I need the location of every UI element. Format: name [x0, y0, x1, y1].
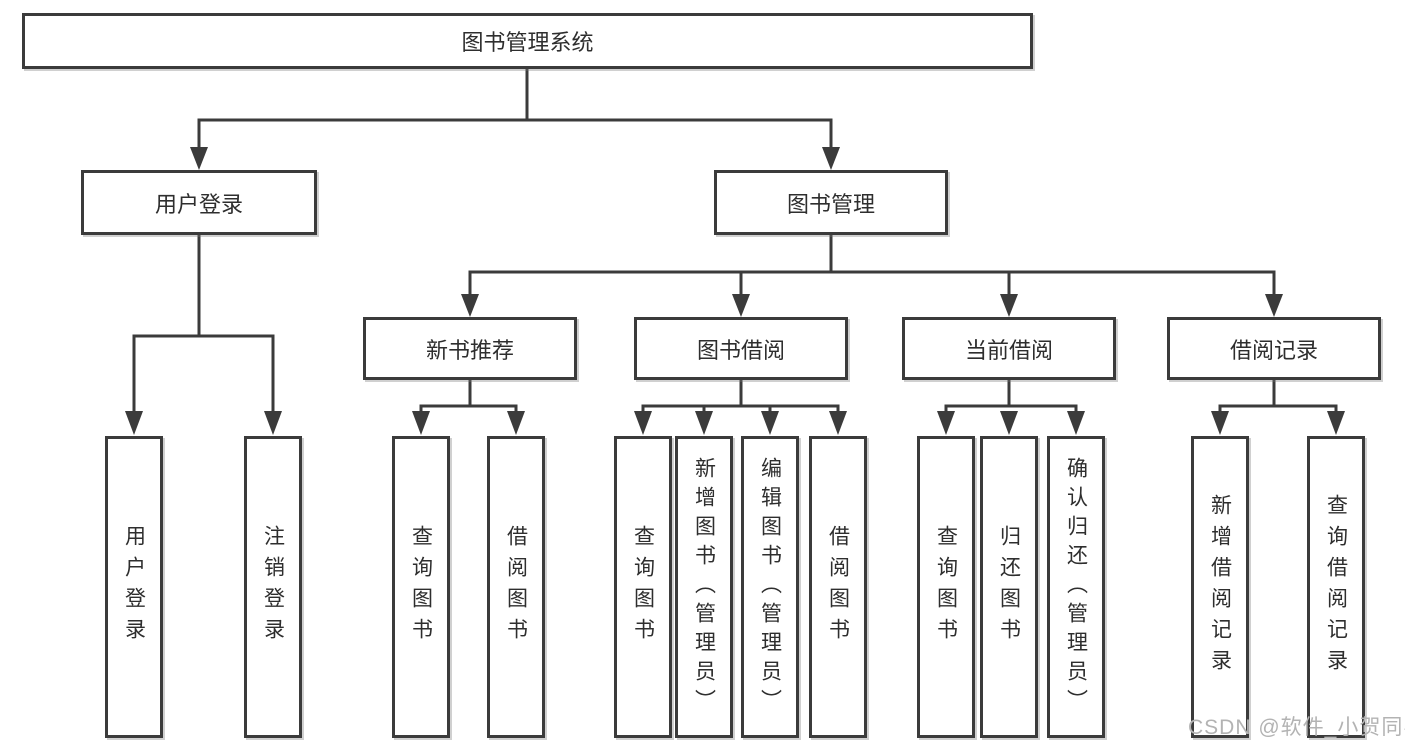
node-user-login-label: 用户登录 [154, 191, 243, 217]
node-borrowing-records-label: 借阅记录 [1229, 337, 1318, 363]
leaf-borrow-books: 借阅图书 [809, 436, 867, 738]
node-new-book-recommendation-label: 新书推荐 [425, 337, 514, 363]
leaf-query-borrow-record: 查询借阅记录 [1307, 436, 1365, 738]
leaf-edit-books-admin: 编辑图书（管理员） [741, 436, 799, 738]
leaf-confirm-return-admin: 确认归还（管理员） [1047, 436, 1105, 738]
leaf-logout-label: 注销登录 [261, 525, 285, 649]
leaf-query-books-borrowing: 查询图书 [614, 436, 672, 738]
leaf-edit-books-admin-label: 编辑图书（管理员） [758, 456, 782, 718]
leaf-query-books-current-label: 查询图书 [934, 525, 958, 649]
leaf-add-borrow-record-label: 新增借阅记录 [1208, 494, 1232, 680]
leaf-query-books-current: 查询图书 [917, 436, 975, 738]
watermark: CSDN @软件_小贺同学 [1188, 716, 1405, 739]
node-book-management: 图书管理 [714, 170, 948, 235]
leaf-borrow-books-recommend-label: 借阅图书 [504, 525, 528, 649]
leaf-borrow-books-label: 借阅图书 [826, 525, 850, 649]
leaf-return-books: 归还图书 [980, 436, 1038, 738]
leaf-user-login: 用户登录 [105, 436, 163, 738]
leaf-confirm-return-admin-label: 确认归还（管理员） [1064, 456, 1088, 718]
node-current-borrowing-label: 当前借阅 [964, 337, 1053, 363]
node-current-borrowing: 当前借阅 [902, 317, 1116, 380]
leaf-query-books-recommend-label: 查询图书 [409, 525, 433, 649]
leaf-return-books-label: 归还图书 [997, 525, 1021, 649]
leaf-query-borrow-record-label: 查询借阅记录 [1324, 494, 1348, 680]
leaf-query-books-borrowing-label: 查询图书 [631, 525, 655, 649]
node-library-system: 图书管理系统 [22, 13, 1033, 69]
node-user-login: 用户登录 [81, 170, 317, 235]
leaf-logout: 注销登录 [244, 436, 302, 738]
leaf-add-books-admin: 新增图书（管理员） [675, 436, 733, 738]
node-book-borrowing-label: 图书借阅 [696, 337, 785, 363]
leaf-add-borrow-record: 新增借阅记录 [1191, 436, 1249, 738]
node-borrowing-records: 借阅记录 [1167, 317, 1381, 380]
leaf-query-books-recommend: 查询图书 [392, 436, 450, 738]
node-library-system-label: 图书管理系统 [461, 30, 594, 55]
leaf-borrow-books-recommend: 借阅图书 [487, 436, 545, 738]
node-new-book-recommendation: 新书推荐 [363, 317, 577, 380]
arrowheads [125, 147, 1345, 435]
node-book-management-label: 图书管理 [786, 191, 875, 217]
leaf-user-login-label: 用户登录 [122, 525, 146, 649]
node-book-borrowing: 图书借阅 [634, 317, 848, 380]
leaf-add-books-admin-label: 新增图书（管理员） [692, 456, 716, 718]
